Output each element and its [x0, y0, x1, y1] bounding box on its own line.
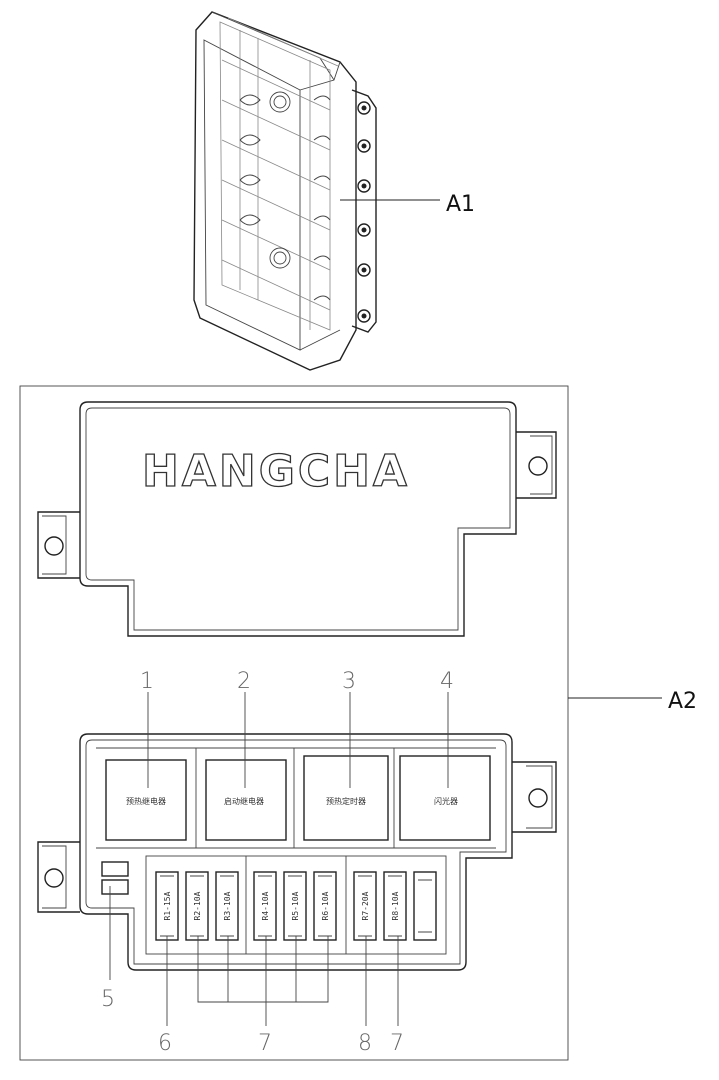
fuse-box-cover	[37, 401, 557, 637]
relay-1: 1 预热继电器	[126, 669, 166, 806]
relay-4: 4 闪光器	[434, 669, 458, 806]
fuse-label: R1-15A	[163, 891, 172, 920]
relay-2: 2 启动继电器	[224, 669, 264, 806]
label-7: 7	[258, 1031, 272, 1056]
label-5: 5	[101, 987, 115, 1012]
relay-3: 3 预热定时器	[326, 669, 366, 806]
fuse-box-3d-view	[193, 11, 440, 371]
relay-label: 预热定时器	[326, 796, 366, 806]
relay-number: 3	[342, 669, 356, 694]
fuse-label: R6-10A	[321, 891, 330, 920]
fuse-label: R4-10A	[261, 891, 270, 920]
callout-a2: A2	[668, 689, 697, 714]
relay-label: 预热继电器	[126, 796, 166, 806]
brand-logo: HANGCHA	[142, 446, 410, 497]
fuse-label: R2-10A	[193, 891, 202, 920]
fuse-label: R7-20A	[361, 891, 370, 920]
relay-number: 1	[140, 669, 154, 694]
relay-label: 启动继电器	[224, 796, 264, 806]
fuse-box-base	[37, 733, 557, 971]
relay-number: 2	[237, 669, 251, 694]
callout-a1: A1	[446, 192, 475, 217]
label-7-second: 7	[390, 1031, 404, 1056]
fuse-labels: R1-15A R2-10A R3-10A R4-10A R5-10A R6-10…	[163, 891, 400, 920]
fuse-label: R8-10A	[391, 891, 400, 920]
label-6: 6	[158, 1031, 172, 1056]
fuse-label: R3-10A	[223, 891, 232, 920]
bottom-leaders	[109, 886, 399, 1026]
label-8: 8	[358, 1031, 372, 1056]
relay-label: 闪光器	[434, 796, 458, 806]
a2-frame	[19, 385, 569, 1061]
fuse-label: R5-10A	[291, 891, 300, 920]
relay-number: 4	[440, 669, 454, 694]
